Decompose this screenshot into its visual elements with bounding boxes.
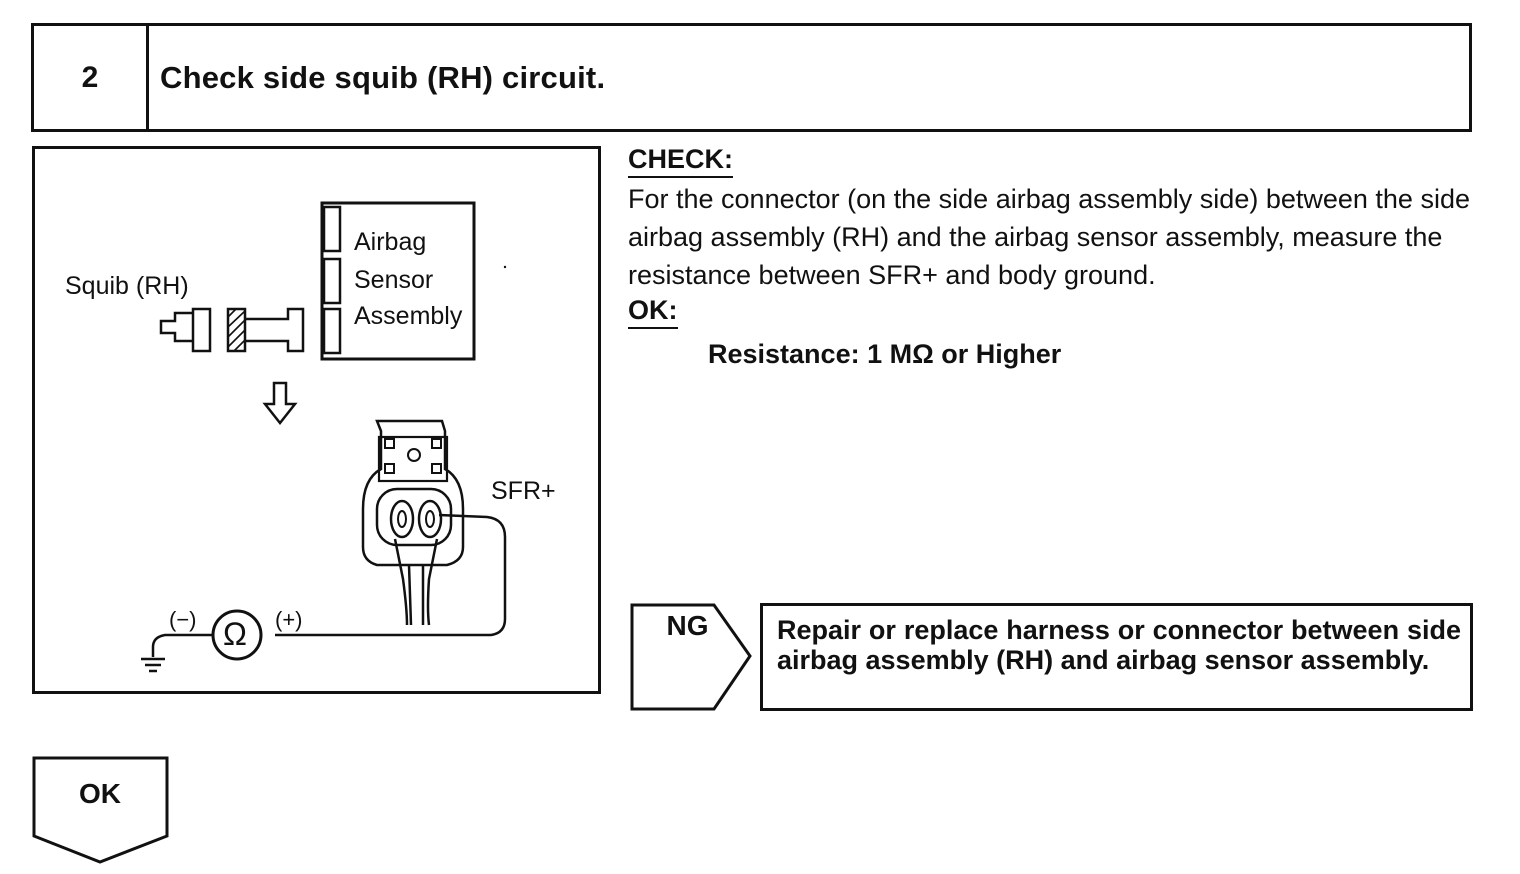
sensor-pin-middle — [322, 257, 342, 305]
connector-housing — [361, 419, 465, 567]
terminal-left — [389, 499, 415, 539]
meter-plus-label: (+) — [275, 607, 303, 632]
check-section: CHECK: For the connector (on the side ai… — [628, 143, 1478, 371]
ground-lead — [151, 633, 213, 657]
airbag-sensor-box — [320, 201, 476, 361]
ok-label: OK — [79, 778, 121, 809]
connector-cavity — [375, 487, 453, 547]
ok-specification: Resistance: 1 MΩ or Higher — [708, 339, 1062, 369]
harness-link — [245, 307, 305, 353]
sensor-label-assembly: Assembly — [354, 302, 463, 330]
ohm-symbol: Ω — [223, 616, 247, 652]
squib-plug — [159, 311, 193, 343]
ng-action-text: Repair or replace harness or connector b… — [777, 615, 1461, 675]
step-title: Check side squib (RH) circuit. — [160, 59, 606, 95]
probe-lead — [275, 513, 507, 637]
connector-diagram — [141, 201, 507, 673]
check-heading: CHECK: — [628, 143, 733, 178]
down-arrow-icon — [262, 381, 298, 426]
meter-minus-label: (−) — [169, 607, 197, 632]
harness-wires — [393, 538, 439, 626]
ok-arrow-shape — [32, 756, 169, 864]
squib-plug-body — [191, 307, 212, 353]
ok-heading: OK: — [628, 294, 678, 329]
ng-arrow-shape — [630, 603, 752, 711]
connector-latch — [377, 435, 449, 483]
ng-action-box: Repair or replace harness or connector b… — [760, 603, 1473, 711]
squib-rh-label: Squib (RH) — [65, 272, 189, 300]
sensor-pin-top — [322, 205, 342, 253]
sensor-label-airbag: Airbag — [354, 228, 427, 256]
ng-label: NG — [666, 610, 709, 641]
check-instructions: For the connector (on the side airbag as… — [628, 184, 1470, 290]
sfr-plus-label: SFR+ — [491, 477, 556, 505]
step-header: 2 Check side squib (RH) circuit. — [31, 23, 1472, 132]
sensor-pin-bottom — [322, 307, 342, 355]
terminal-sfr-plus — [417, 499, 443, 539]
wiring-illustration: Squib (RH) Airbag Sensor Assembly SFR+ (… — [32, 146, 601, 694]
step-number: 2 — [34, 26, 149, 129]
sensor-label-sensor: Sensor — [354, 266, 434, 294]
ground-icon — [141, 657, 165, 673]
